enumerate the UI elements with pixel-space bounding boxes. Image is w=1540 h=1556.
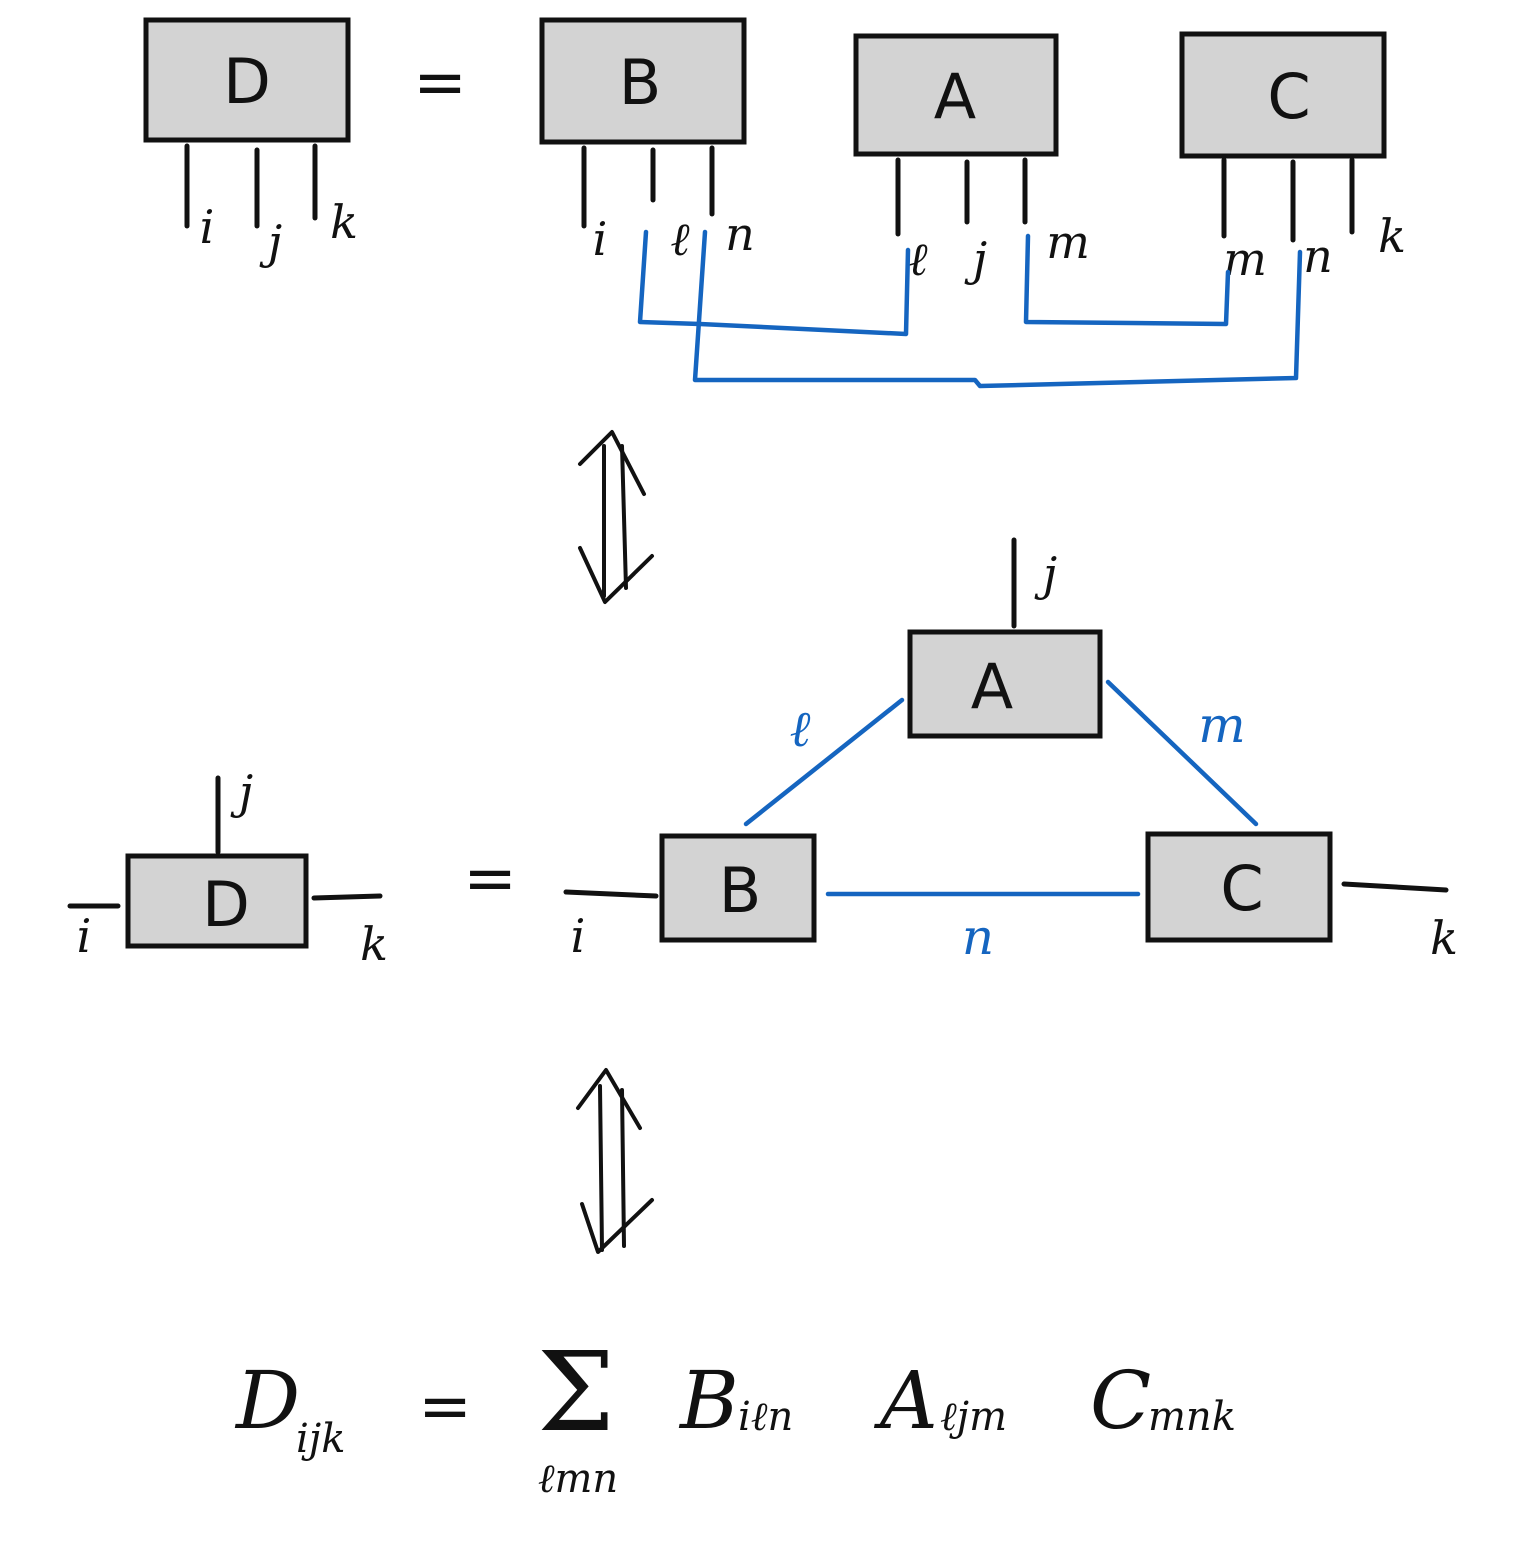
index-label-k: k: [360, 917, 388, 971]
term-A-subscript: ℓjm: [940, 1394, 1007, 1440]
double-arrow-icon: [576, 1068, 654, 1254]
index-label-l: ℓ: [670, 212, 690, 266]
tensor-B-leg-i: [563, 889, 659, 899]
bond-label-m: m: [1198, 696, 1245, 754]
bond-m: [1105, 679, 1259, 827]
tensor-C-label: C: [1267, 60, 1310, 133]
index-label-l: ℓ: [908, 232, 928, 286]
index-label-k: k: [330, 195, 358, 249]
contraction-wire-m: [1023, 233, 1231, 327]
tensor-A-box: [907, 629, 1103, 739]
double-arrow-icon: [578, 430, 654, 604]
index-label-j: j: [1034, 547, 1057, 601]
index-label-n: n: [1303, 229, 1333, 283]
index-label-n: n: [725, 207, 755, 261]
term-C-subscript: mnk: [1148, 1394, 1236, 1440]
tensor-D-leg-k: [311, 893, 383, 901]
tensor-C-label: C: [1220, 852, 1263, 925]
term-C-name: C: [1090, 1354, 1151, 1447]
einsum-formula: D ijk = Σ ℓmn B iℓn A ℓjm C mnk: [234, 1328, 1236, 1502]
index-label-i: i: [593, 212, 608, 266]
index-label-i: i: [571, 909, 586, 963]
index-label-j: j: [259, 215, 282, 269]
sum-symbol: Σ: [537, 1328, 615, 1456]
tensor-C-box: [1179, 31, 1387, 159]
index-label-k: k: [1378, 209, 1406, 263]
index-label-j: j: [230, 765, 253, 819]
tensor-D-label: D: [223, 45, 271, 118]
index-label-i: i: [77, 909, 92, 963]
index-label-m: m: [1223, 232, 1267, 286]
index-label-j: j: [964, 232, 987, 286]
tensor-B-box: [659, 833, 817, 943]
sum-subscript: ℓmn: [538, 1456, 618, 1502]
tensor-D-box: [143, 17, 351, 143]
tensor-A-label: A: [971, 650, 1013, 723]
term-B-name: B: [678, 1354, 739, 1447]
index-label-m: m: [1046, 215, 1090, 269]
term-A-name: A: [873, 1354, 938, 1447]
tensor-C-box: [1145, 831, 1333, 943]
bond-l: [743, 697, 905, 827]
index-label-k: k: [1430, 911, 1458, 965]
formula-equals: =: [418, 1370, 472, 1444]
term-B-subscript: iℓn: [738, 1394, 793, 1440]
tensor-D-label: D: [202, 868, 250, 941]
bond-label-n: n: [962, 908, 994, 966]
equals-sign: =: [463, 842, 517, 916]
formula-lhs: D: [234, 1354, 300, 1447]
equals-sign: =: [413, 46, 467, 120]
tensor-B-label: B: [619, 46, 662, 119]
tensor-C-leg-k: [1341, 881, 1449, 893]
formula-lhs-subscript: ijk: [296, 1416, 345, 1462]
tensor-A-label: A: [934, 60, 976, 133]
tensor-B-box: [539, 17, 747, 145]
bond-label-l: ℓ: [790, 700, 811, 758]
tensor-A-box: [853, 33, 1059, 157]
tensor-D-box: [125, 853, 309, 949]
tensor-B-label: B: [719, 854, 762, 927]
index-label-i: i: [200, 200, 215, 254]
contraction-wire-n: [692, 229, 1303, 389]
